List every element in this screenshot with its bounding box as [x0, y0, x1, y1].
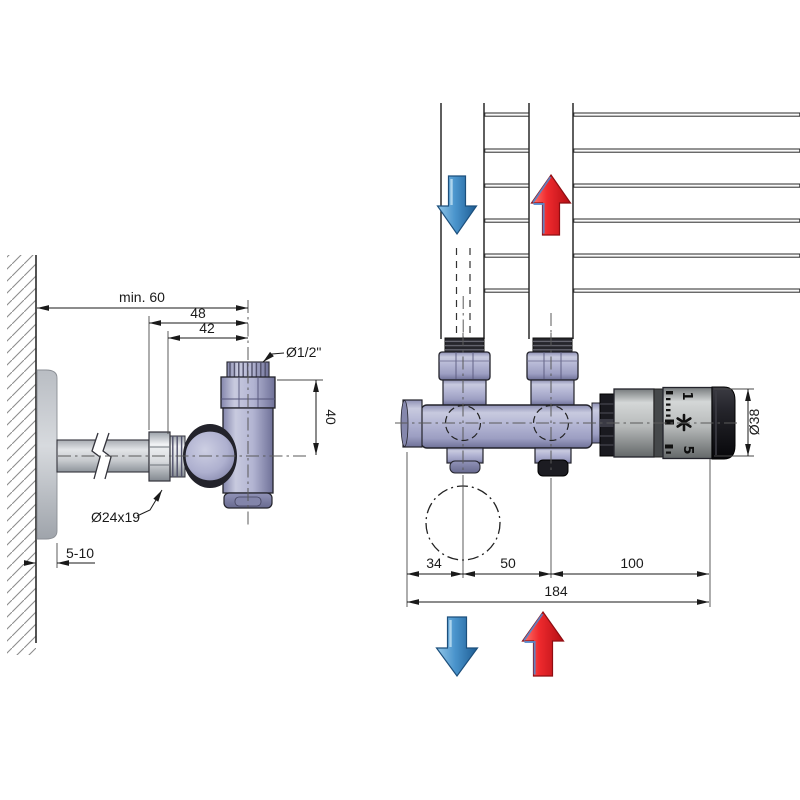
flow-return-down-arrow-icon — [435, 616, 479, 678]
flow-return-down-arrow-icon — [436, 175, 478, 236]
radiator-pipes — [440, 103, 800, 339]
right-view: 1 5 Ø38 34 50 1 — [395, 103, 800, 678]
pipe-break-gap — [92, 433, 111, 479]
thread-size-label: Ø1/2" — [286, 344, 321, 360]
dim-40-label: 40 — [323, 409, 339, 425]
dim-48-label: 48 — [190, 305, 206, 321]
corner-valve-body — [183, 361, 276, 509]
scale-max-label: 1 — [679, 391, 694, 400]
left-view: min. 60 48 42 Ø1/2" 40 Ø24x19 5-10 — [7, 255, 339, 655]
union-nut-right — [526, 351, 579, 381]
valve-tower-left — [442, 379, 487, 406]
dim-5-10-label: 5-10 — [66, 545, 94, 561]
dim-184-label: 184 — [544, 583, 568, 599]
wall-section — [7, 255, 37, 655]
head-end-cap — [711, 386, 736, 460]
dim-50-label: 50 — [500, 555, 516, 571]
union-nut-left — [438, 351, 491, 381]
wall-rosette — [36, 369, 58, 540]
fitting-size-label: Ø24x19 — [91, 509, 140, 525]
scale-min-label: 5 — [680, 445, 695, 454]
flow-supply-up-arrow-icon — [521, 610, 565, 677]
twin-valve-body — [400, 337, 593, 561]
dim-min60-label: min. 60 — [119, 289, 165, 305]
wall-hatching — [7, 255, 36, 655]
dim-100-label: 100 — [620, 555, 644, 571]
dim-34-label: 34 — [426, 555, 442, 571]
flow-arrows-top — [436, 173, 572, 236]
valve-tower-right — [530, 379, 575, 406]
dim-42-label: 42 — [199, 320, 215, 336]
pipe-break-line — [91, 432, 101, 480]
valve-main-body — [420, 404, 593, 449]
fitting-leader-line — [136, 489, 163, 517]
left-view-dimensions: min. 60 48 42 Ø1/2" 40 Ø24x19 5-10 — [23, 289, 339, 568]
right-view-dimensions: Ø38 34 50 100 184 — [406, 388, 762, 607]
thread-leader-line — [262, 351, 285, 363]
valve-top-thread-ridges — [227, 362, 269, 378]
hidden-pipe-lines — [455, 248, 552, 339]
head-scale-ticks — [665, 391, 674, 454]
pipe-break-line — [102, 432, 112, 480]
supply-pipe — [56, 432, 150, 480]
dim-head-dia-label: Ø38 — [746, 409, 762, 436]
flow-arrows-bottom — [435, 610, 565, 678]
